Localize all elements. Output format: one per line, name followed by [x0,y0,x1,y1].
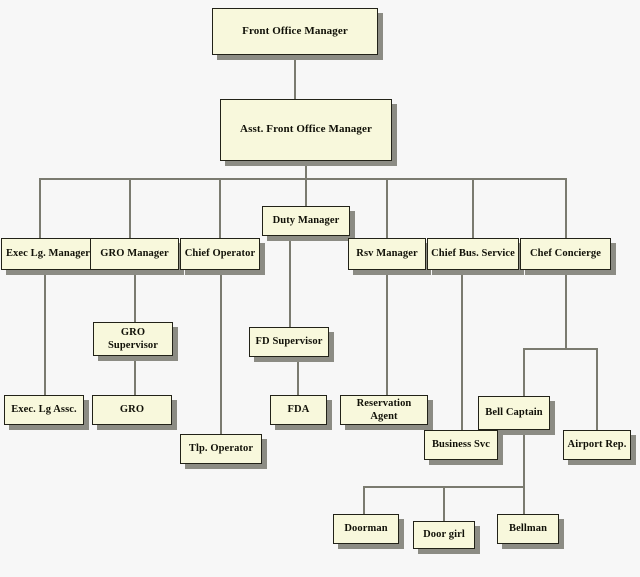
org-node-label: FD Supervisor [255,336,323,348]
org-node-gro-supervisor[interactable]: GRO Supervisor [93,322,173,356]
org-node-doorman[interactable]: Doorman [333,514,399,544]
org-node-reservation-agent[interactable]: Reservation Agent [340,395,428,425]
connector-bus-to-chief-operator [219,178,221,238]
org-node-exec-lg-assc[interactable]: Exec. Lg Assc. [4,395,84,425]
connector-concierge-to-bell-cap [523,348,525,396]
org-node-label: Reservation Agent [356,397,412,422]
org-node-bell-captain[interactable]: Bell Captain [478,396,550,430]
org-node-label: Asst. Front Office Manager [240,123,372,136]
connector-bell-cap-drop [523,430,525,486]
connector-bus-to-duty-manager [305,178,307,206]
org-node-gro-manager[interactable]: GRO Manager [90,238,179,270]
connector-level3-bus [39,178,566,180]
org-node-label: Front Office Manager [242,24,348,37]
org-node-business-svc[interactable]: Business Svc [424,430,498,460]
connector-fd-sup-to-fda [297,357,299,395]
org-node-front-office-manager[interactable]: Front Office Manager [212,8,378,55]
connector-bus-to-rsv-manager [386,178,388,238]
connector-chief-op-to-tlp [220,270,222,434]
connector-bus-to-doorman [363,486,365,514]
org-node-rsv-manager[interactable]: Rsv Manager [348,238,426,270]
org-node-door-girl[interactable]: Door girl [413,521,475,549]
org-node-gro[interactable]: GRO [92,395,172,425]
org-node-label: Airport Rep. [567,439,627,451]
org-node-label: Chief Operator [184,248,256,260]
connector-bus-to-bellman [523,486,525,514]
connector-afom-down-stub [305,161,307,178]
connector-bus-to-chief-bus-svc [472,178,474,238]
connector-rsv-mgr-to-res-agent [386,270,388,395]
org-node-label: GRO [119,404,145,416]
org-node-label: Rsv Manager [356,248,418,260]
org-node-label: Duty Manager [272,215,340,227]
connector-gro-sup-to-gro [134,356,136,395]
connector-bus-to-chef-concierge [565,178,567,238]
org-node-fd-supervisor[interactable]: FD Supervisor [249,327,329,357]
org-node-label: Bellman [508,523,548,535]
connector-concierge-drop [565,270,567,348]
org-node-label: GRO Manager [100,248,169,260]
org-node-label: GRO [120,326,146,338]
connector-duty-mgr-to-fd-sup [289,236,291,327]
org-node-label: Chief Bus. Service [431,248,515,260]
org-node-label: Tlp. Operator [188,443,254,455]
org-node-label: Door girl [423,529,465,541]
org-node-label: Exec. Lg Assc. [11,404,77,416]
connector-exec-mgr-to-assc [44,270,46,395]
org-node-chief-bus-service[interactable]: Chief Bus. Service [427,238,519,270]
org-node-chief-operator[interactable]: Chief Operator [180,238,260,270]
org-node-chef-concierge[interactable]: Chef Concierge [520,238,611,270]
org-node-asst-front-office-manager[interactable]: Asst. Front Office Manager [220,99,392,161]
org-node-label: FDA [287,404,310,416]
org-node-airport-rep[interactable]: Airport Rep. [563,430,631,460]
org-node-label: Supervisor [107,340,158,351]
org-node-fda[interactable]: FDA [270,395,327,425]
connector-gro-mgr-to-sup [134,270,136,322]
connector-concierge-bus [523,348,598,350]
connector-bus-to-gro-manager [129,178,131,238]
connector-chief-bus-to-bus-svc [461,270,463,430]
org-node-label: Chef Concierge [529,248,602,260]
connector-concierge-to-airport [596,348,598,430]
org-node-label: Doorman [344,523,388,535]
org-node-label: Bell Captain [485,407,543,419]
org-node-bellman[interactable]: Bellman [497,514,559,544]
connector-bus-to-exec-lg-manager [39,178,41,238]
org-node-exec-lg-manager[interactable]: Exec Lg. Manager [1,238,95,270]
org-node-tlp-operator[interactable]: Tlp. Operator [180,434,262,464]
connector-bus-to-door-girl [443,486,445,521]
org-node-duty-manager[interactable]: Duty Manager [262,206,350,236]
org-node-label: Business Svc [431,439,491,451]
connector-fom-to-afom [294,55,296,100]
org-node-label: Exec Lg. Manager [5,248,91,260]
